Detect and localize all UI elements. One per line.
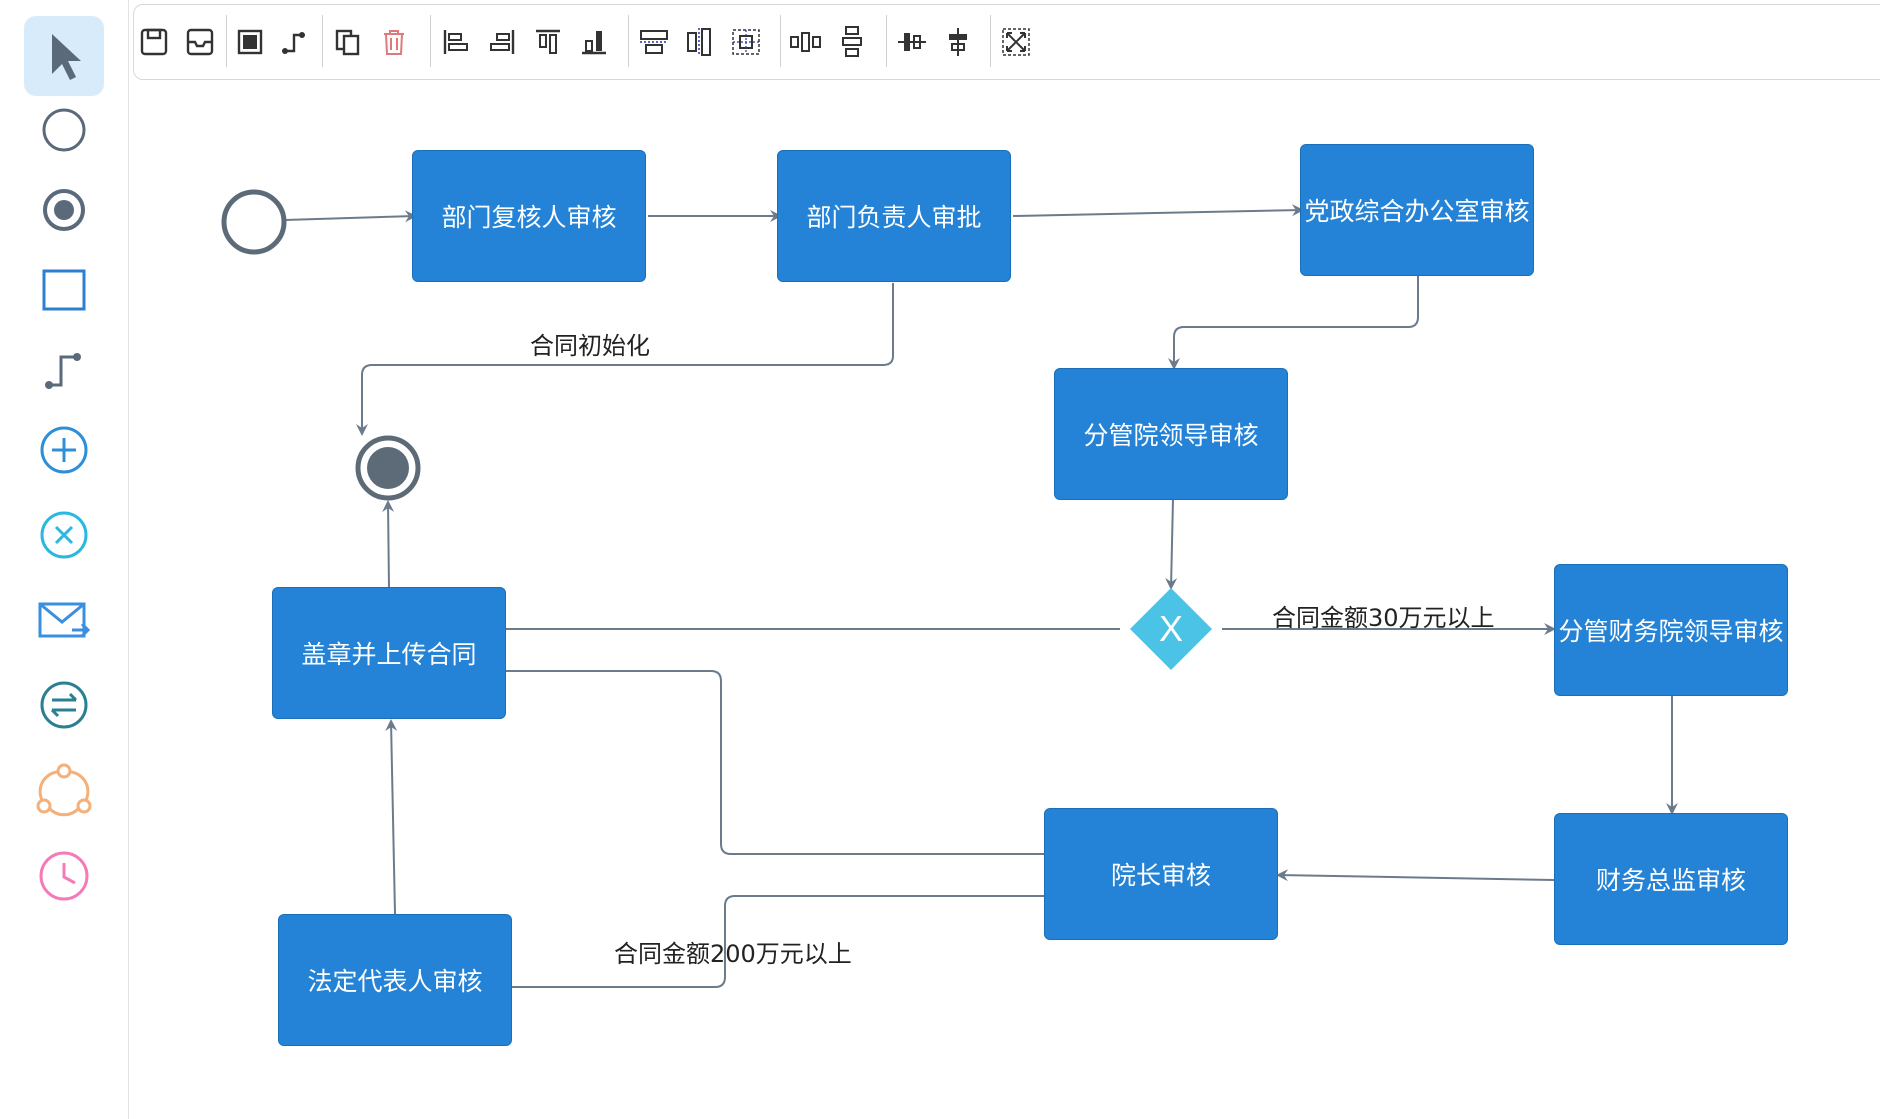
import-button[interactable] (180, 17, 220, 67)
diagram-canvas[interactable]: X 部门复核人审核 部门负责人审批 党政综合办公室审核 分管院领导审核 分管财务… (128, 80, 1880, 1119)
task-dept-head[interactable]: 部门负责人审批 (777, 150, 1011, 282)
message-task-tool[interactable] (24, 580, 104, 660)
end-event-tool[interactable] (24, 170, 104, 250)
tool-palette (0, 0, 129, 1119)
task-vp-leader[interactable]: 分管院领导审核 (1054, 368, 1288, 500)
flow-vp-leader-to-gateway[interactable] (1165, 498, 1178, 590)
delete-button[interactable] (374, 17, 414, 67)
align-right-icon (490, 30, 515, 54)
label-contract-init: 合同初始化 (530, 332, 650, 360)
task-dept-reviewer[interactable]: 部门复核人审核 (412, 150, 646, 282)
align-top-icon (536, 29, 560, 54)
label-over-30: 合同金额30万元以上 (1272, 604, 1495, 632)
label-over-200: 合同金额200万元以上 (614, 940, 852, 968)
same-width-icon (898, 33, 926, 51)
start-event[interactable] (221, 189, 287, 255)
parallel-gateway-tool[interactable] (24, 410, 104, 490)
align-center-h-button[interactable] (634, 17, 674, 67)
pointer-tool[interactable] (24, 16, 104, 96)
toolbar (133, 4, 1880, 80)
align-bottom-icon (582, 31, 606, 55)
sub-process-tool[interactable] (24, 750, 104, 830)
copy-icon (335, 29, 360, 56)
fit-view-icon (1002, 28, 1030, 56)
exclusive-gateway-icon (40, 511, 88, 559)
align-left-icon (443, 30, 468, 54)
start-event-tool[interactable] (24, 90, 104, 170)
sequence-flow-icon (45, 353, 81, 389)
flow-party-office-to-vp-leader[interactable] (1168, 276, 1419, 370)
flow-stamp-to-end[interactable] (382, 500, 395, 589)
exchange-icon (40, 681, 88, 729)
parallel-gateway-icon (40, 426, 88, 474)
align-left-button[interactable] (436, 17, 476, 67)
exclusive-gateway-tool[interactable] (24, 495, 104, 575)
same-height-icon (949, 28, 967, 56)
align-top-button[interactable] (528, 17, 568, 67)
connections-layer: X (221, 189, 1678, 993)
task-icon (42, 269, 86, 311)
flow-president-to-stamp[interactable] (404, 665, 1046, 855)
task-legal-rep[interactable]: 法定代表人审核 (278, 914, 512, 1046)
pointer-icon (52, 34, 81, 80)
flow-legal-rep-to-stamp[interactable] (385, 719, 398, 915)
flow-president-to-legal-rep[interactable] (412, 895, 1046, 993)
align-right-button[interactable] (482, 17, 522, 67)
task-tool[interactable] (24, 250, 104, 330)
gateway-symbol: X (1159, 608, 1183, 649)
save-icon (140, 28, 168, 56)
flow-dept-head-to-party-office[interactable] (1012, 204, 1304, 217)
align-middle-v-button[interactable] (680, 17, 720, 67)
fit-view-button[interactable] (996, 17, 1036, 67)
timer-icon (39, 851, 89, 901)
same-height-button[interactable] (938, 17, 978, 67)
copy-button[interactable] (328, 17, 368, 67)
same-width-button[interactable] (892, 17, 932, 67)
end-event-inner (367, 447, 409, 489)
fill-button[interactable] (230, 17, 270, 67)
exclusive-gateway[interactable] (1129, 587, 1213, 671)
mail-icon (38, 602, 91, 638)
task-cfo[interactable]: 财务总监审核 (1554, 813, 1788, 945)
distribute-h-icon (790, 32, 821, 52)
task-stamp-upload[interactable]: 盖章并上传合同 (272, 587, 506, 719)
connect-button[interactable] (274, 17, 314, 67)
end-event-icon (43, 189, 85, 231)
service-task-tool[interactable] (24, 665, 104, 745)
task-finance-vp[interactable]: 分管财务院领导审核 (1554, 564, 1788, 696)
align-bottom-button[interactable] (574, 17, 614, 67)
start-event-icon (42, 108, 86, 152)
delete-icon (384, 30, 404, 55)
flow-start-to-dept-reviewer[interactable] (284, 210, 417, 223)
import-icon (186, 28, 214, 56)
flow-cfo-to-president[interactable] (1276, 869, 1555, 882)
distribute-h-button[interactable] (786, 17, 826, 67)
distribute-v-icon (842, 26, 862, 57)
timer-event-tool[interactable] (24, 836, 104, 916)
align-middle-v-icon (687, 28, 711, 56)
flow-init-to-end[interactable] (356, 283, 894, 436)
task-party-office[interactable]: 党政综合办公室审核 (1300, 144, 1534, 276)
subprocess-icon (36, 763, 92, 817)
align-center-icon (732, 29, 760, 55)
sequence-flow-tool[interactable] (24, 330, 104, 410)
align-center-button[interactable] (726, 17, 766, 67)
align-center-h-icon (640, 30, 668, 54)
connect-icon (282, 32, 305, 54)
task-president[interactable]: 院长审核 (1044, 808, 1278, 940)
save-button[interactable] (134, 17, 174, 67)
distribute-v-button[interactable] (832, 17, 872, 67)
fill-icon (237, 29, 263, 55)
